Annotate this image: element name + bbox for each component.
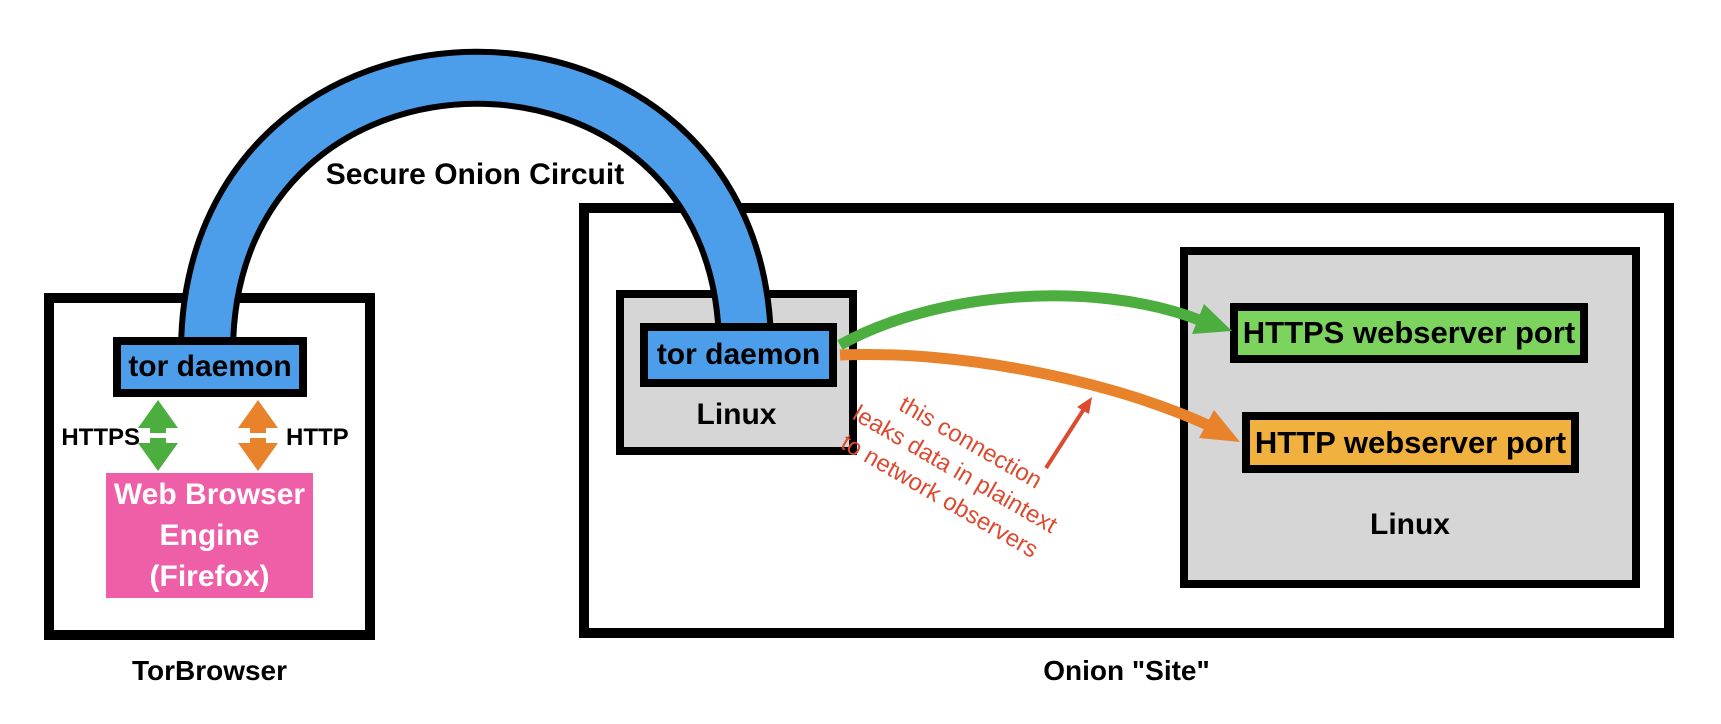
web-browser-engine-box: Web Browser Engine (Firefox)	[106, 473, 313, 598]
http-webserver-port-box: HTTP webserver port	[1242, 412, 1579, 473]
tor-host-os-label: Linux	[696, 398, 777, 431]
https-port-label: HTTPS webserver port	[1242, 315, 1576, 350]
https-webserver-port-box: HTTPS webserver port	[1230, 303, 1588, 363]
http-protocol-label: HTTP	[286, 424, 349, 451]
torbrowser-caption: TorBrowser	[131, 655, 288, 686]
engine-label-line3: (Firefox)	[149, 560, 270, 593]
web-host-os-label: Linux	[1370, 508, 1450, 541]
torbrowser-tor-daemon-box: tor daemon	[113, 337, 307, 397]
secure-onion-circuit-label: Secure Onion Circuit	[325, 158, 625, 191]
onion-site-tor-daemon-box: tor daemon	[640, 323, 837, 387]
tor-daemon-label-left: tor daemon	[128, 350, 292, 383]
tor-daemon-label-right: tor daemon	[656, 338, 821, 371]
onion-site-caption: Onion "Site"	[1043, 655, 1210, 686]
http-port-label: HTTP webserver port	[1254, 424, 1567, 460]
engine-label-line1: Web Browser	[113, 478, 306, 511]
https-protocol-label: HTTPS	[61, 424, 140, 451]
engine-label-line2: Engine	[159, 519, 260, 552]
